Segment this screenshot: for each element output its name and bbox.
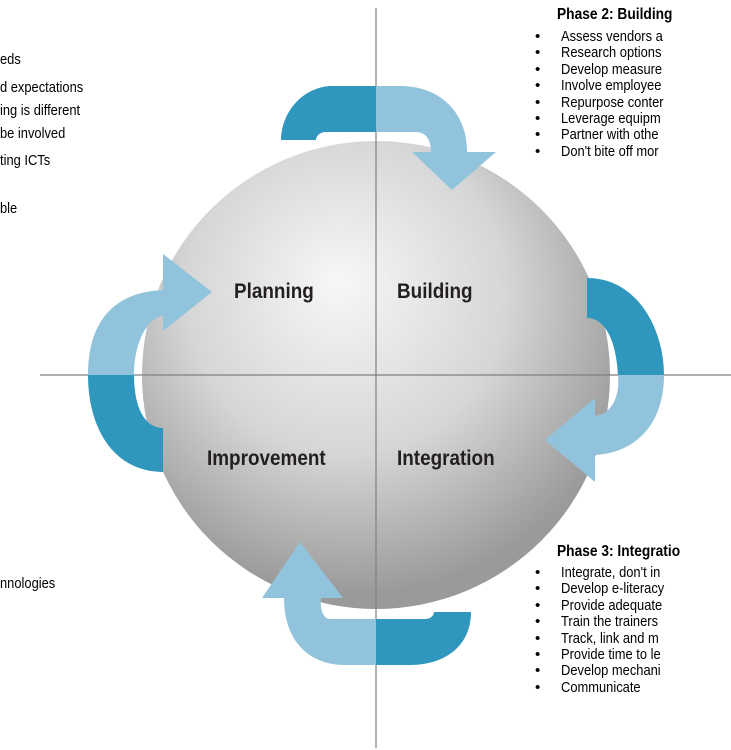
arrow-building-to-integration xyxy=(545,278,664,482)
phase3-item: Train the trainers xyxy=(530,614,681,631)
phase3-item: Track, link and m xyxy=(530,630,681,647)
phase2-item: Research options xyxy=(530,45,680,62)
left-fragment: eds xyxy=(0,51,21,68)
arrow-planning-to-building xyxy=(281,86,496,190)
arrow-improvement-to-planning xyxy=(88,254,212,472)
left-fragment: ting ICTs xyxy=(0,152,51,169)
phase3-item: Integrate, don't in xyxy=(530,565,681,582)
left-fragment: nnologies xyxy=(0,575,56,592)
phase2-item: Leverage equipm xyxy=(530,110,680,127)
quadrant-planning-label: Planning xyxy=(234,280,314,303)
left-fragment: ing is different xyxy=(0,102,81,119)
phase2-item: Partner with othe xyxy=(530,127,680,144)
phase3-item: Develop mechani xyxy=(530,663,681,680)
phase2-item: Assess vendors a xyxy=(530,29,680,46)
left-fragment: ble xyxy=(0,200,18,217)
phase2-item: Repurpose conter xyxy=(530,94,680,111)
left-fragment: be involved xyxy=(0,125,66,142)
left-fragment: d expectations xyxy=(0,79,84,96)
quadrant-building-label: Building xyxy=(397,280,473,303)
phase2-item: Don't bite off mor xyxy=(530,143,680,160)
phase2-item: Involve employee xyxy=(530,78,680,95)
phase3-item: Develop e-literacy xyxy=(530,581,681,598)
phase3-item: Communicate xyxy=(530,679,681,696)
phase3-list: Integrate, don't in Develop e-literacy P… xyxy=(530,565,681,697)
phase2-item: Develop measure xyxy=(530,61,680,78)
arrow-integration-to-improvement xyxy=(262,542,471,665)
phase2-list: Assess vendors a Research options Develo… xyxy=(530,29,680,161)
phase3-item: Provide adequate xyxy=(530,597,681,614)
quadrant-improvement-label: Improvement xyxy=(207,447,326,470)
phase3-title: Phase 3: Integratio xyxy=(557,543,681,560)
phase2-title: Phase 2: Building xyxy=(557,6,673,23)
quadrant-integration-label: Integration xyxy=(397,447,495,470)
phase3-item: Provide time to le xyxy=(530,646,681,663)
